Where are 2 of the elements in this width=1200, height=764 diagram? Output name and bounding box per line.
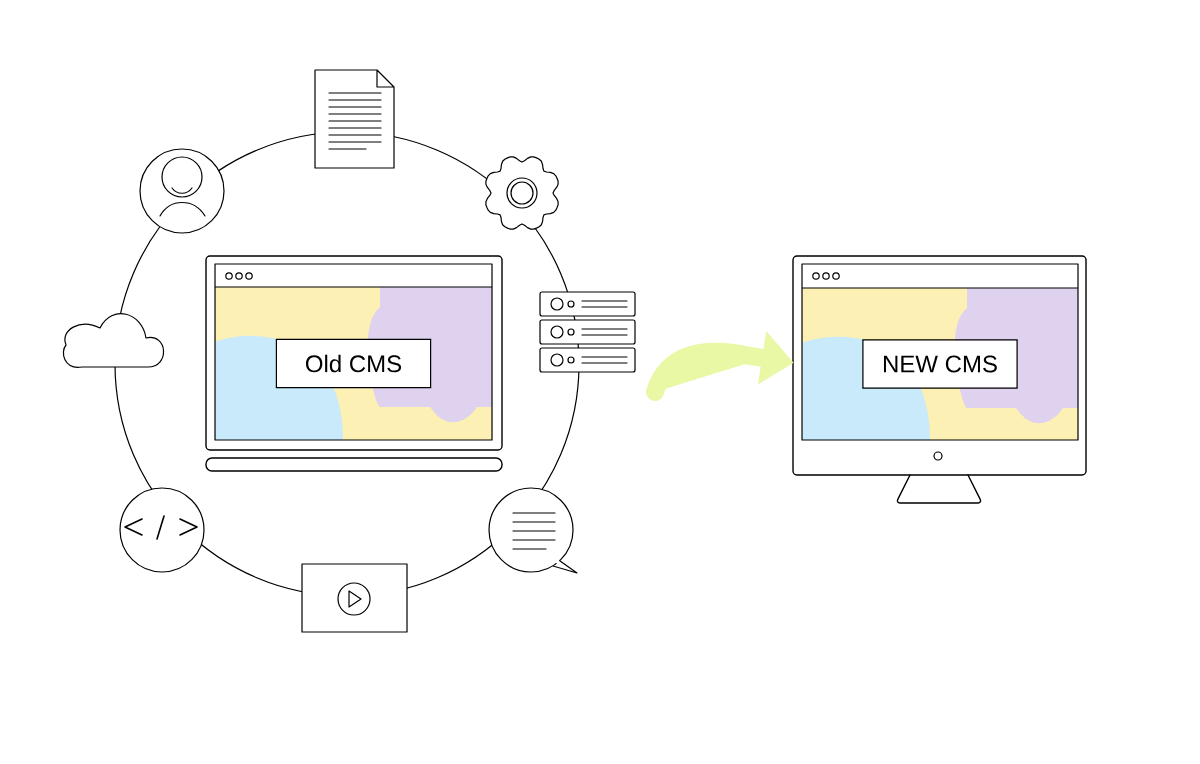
- cms-screen: NEW CMS: [861, 339, 1019, 389]
- cms-screen: Old CMS: [275, 338, 432, 389]
